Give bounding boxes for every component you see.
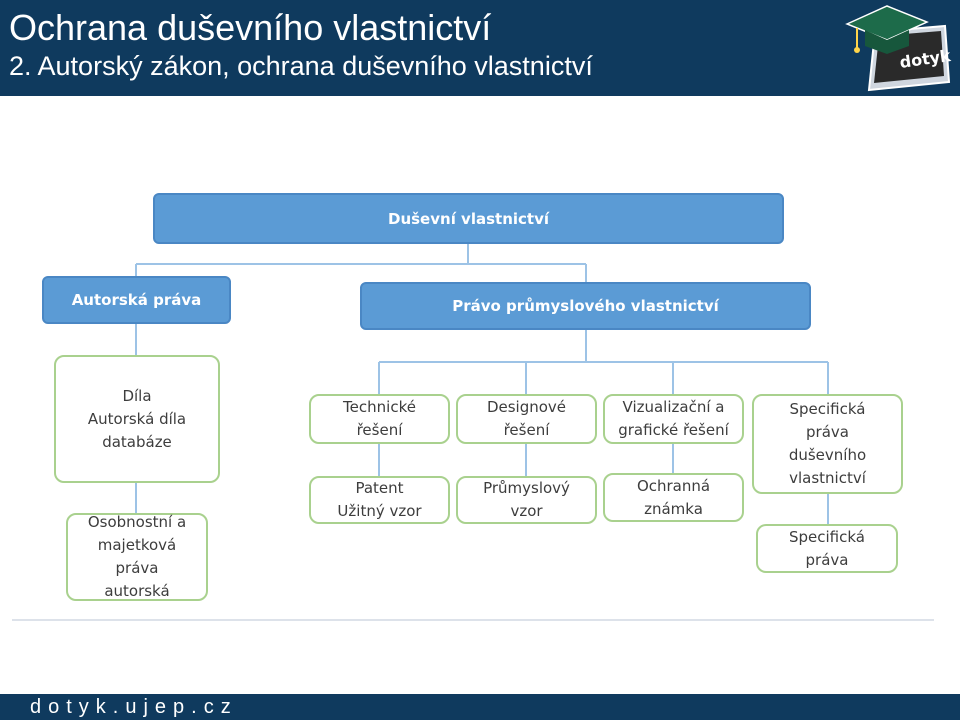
- node-industrial-design: Průmyslový vzor: [456, 476, 597, 524]
- node-design-solution: Designové řešení: [456, 394, 597, 444]
- node-intellectual-property: Duševní vlastnictví: [153, 193, 784, 244]
- node-copyright: Autorská práva: [42, 276, 231, 324]
- node-technical-solution: Technické řešení: [309, 394, 450, 444]
- slide-title: Ochrana duševního vlastnictví: [9, 7, 492, 48]
- slide-header: Ochrana duševního vlastnictví 2. Autorsk…: [0, 0, 960, 96]
- divider-line: [12, 619, 934, 621]
- node-trademark: Ochranná známka: [603, 473, 744, 522]
- node-works: Díla Autorská díla databáze: [54, 355, 220, 483]
- node-industrial-property: Právo průmyslového vlastnictví: [360, 282, 811, 330]
- node-personal-rights: Osobnostní a majetková práva autorská: [66, 513, 208, 601]
- node-patent: Patent Užitný vzor: [309, 476, 450, 524]
- dotyk-logo-icon: dotyk: [845, 5, 952, 92]
- slide-footer: dotyk.ujep.cz: [0, 694, 960, 720]
- node-specific-rights: Specifická práva: [756, 524, 898, 573]
- node-specific-ip: Specifická práva duševního vlastnictví: [752, 394, 903, 494]
- footer-url: dotyk.ujep.cz: [30, 696, 238, 718]
- node-visual-solution: Vizualizační a grafické řešení: [603, 394, 744, 444]
- slide-subtitle: 2. Autorský zákon, ochrana duševního vla…: [9, 51, 593, 81]
